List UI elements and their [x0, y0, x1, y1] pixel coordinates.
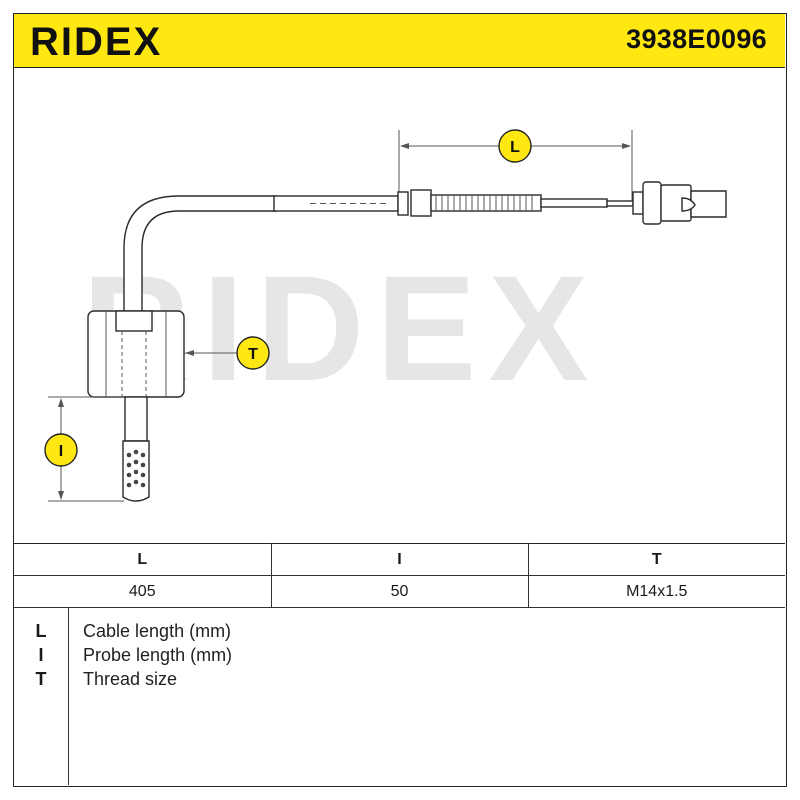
- probe-tip: [122, 396, 150, 502]
- legend-key: L: [35, 621, 47, 641]
- label-l: L: [510, 139, 520, 156]
- part-number: 3938E0096: [626, 24, 767, 54]
- header-bar: RIDEX 3938E0096: [14, 14, 785, 68]
- logo-text: RIDEX: [30, 21, 162, 61]
- dimension-i: I: [44, 396, 124, 502]
- label-t: T: [248, 346, 258, 363]
- hex-nut: [87, 310, 185, 398]
- ridex-logo: RIDEX: [30, 21, 162, 61]
- legend-key: T: [35, 669, 47, 689]
- legend-item: T Thread size: [14, 667, 785, 691]
- legend-description: Thread size: [83, 669, 178, 689]
- legend-divider: [68, 608, 69, 785]
- legend: L Cable length (mm) I Probe length (mm) …: [14, 608, 785, 785]
- spec-header-row: L I T: [14, 543, 785, 576]
- spec-table: L I T 405 50 M14x1.5: [14, 543, 785, 608]
- label-i: I: [59, 443, 63, 460]
- spec-value-l: 405: [14, 575, 272, 608]
- sensor-cable: [123, 181, 727, 314]
- spec-header-l: L: [14, 543, 272, 576]
- spec-value-row: 405 50 M14x1.5: [14, 575, 785, 608]
- corrugation-ridges: [435, 195, 533, 211]
- legend-item: I Probe length (mm): [14, 643, 785, 667]
- legend-item: L Cable length (mm): [14, 619, 785, 643]
- dimension-t: T: [184, 336, 270, 370]
- spec-header-i: I: [270, 543, 529, 576]
- legend-description: Probe length (mm): [83, 645, 233, 665]
- spec-header-t: T: [527, 543, 785, 576]
- legend-key: I: [38, 645, 44, 665]
- document-frame: RIDEX 3938E0096 RIDEX L: [13, 13, 787, 787]
- legend-description: Cable length (mm): [83, 621, 232, 641]
- spec-value-t: M14x1.5: [527, 575, 785, 608]
- dimension-l: L: [398, 129, 633, 204]
- technical-drawing: RIDEX L: [44, 129, 727, 502]
- spec-value-i: 50: [270, 575, 529, 608]
